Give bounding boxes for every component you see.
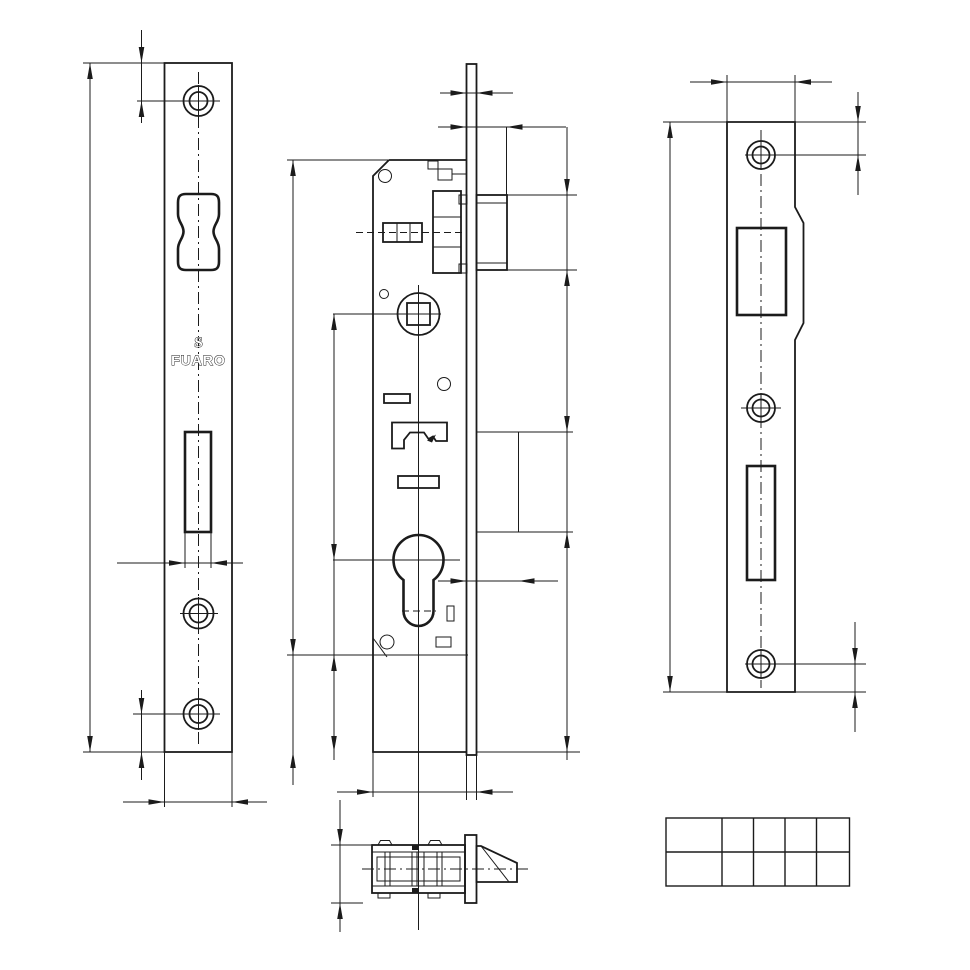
faceplate-outline xyxy=(163,62,233,753)
small-slot-2 xyxy=(435,636,452,648)
fixing-screw-detail xyxy=(372,634,395,658)
faceplate-dimension-arrows xyxy=(87,47,248,805)
faceplate-front-view: S FUARO xyxy=(83,30,267,807)
lever-cap-cutout xyxy=(391,421,448,450)
strike-latch-cutout xyxy=(735,226,788,317)
brand-logo-icon: S xyxy=(194,335,202,351)
section-dimension-lines xyxy=(331,800,371,932)
faceplate-dimension-lines xyxy=(83,30,267,807)
latch-bevel-section xyxy=(475,845,518,883)
lock-case-outline xyxy=(372,159,467,753)
latch-bolt xyxy=(432,190,508,274)
spec-table xyxy=(665,817,851,887)
strike-plate-view xyxy=(663,75,866,732)
strike-dimension-lines xyxy=(663,75,866,732)
rivet-hole-top xyxy=(378,169,392,183)
small-slot-1 xyxy=(446,605,455,622)
small-hole xyxy=(379,289,389,299)
spring-slot xyxy=(383,393,411,404)
lock-body-side-view xyxy=(287,63,580,930)
strike-deadbolt-cutout xyxy=(745,464,777,582)
body-dimension-lines xyxy=(287,92,580,800)
stop-pin-hole xyxy=(437,377,451,391)
top-tab-detail xyxy=(427,160,467,181)
strike-dimension-arrows xyxy=(667,79,861,708)
edge-plate xyxy=(465,63,478,756)
latch-cutout xyxy=(176,192,221,272)
body-dimension-arrows xyxy=(290,90,570,795)
section-dimension-arrows xyxy=(337,829,343,919)
screw-hole-middle xyxy=(180,597,218,630)
brand-name-label: FUARO xyxy=(171,352,226,368)
strike-plate-outline xyxy=(726,121,805,693)
strike-screw-hole-middle xyxy=(741,393,781,423)
deadbolt-cutout xyxy=(183,430,213,534)
lock-bottom-view xyxy=(331,800,530,932)
